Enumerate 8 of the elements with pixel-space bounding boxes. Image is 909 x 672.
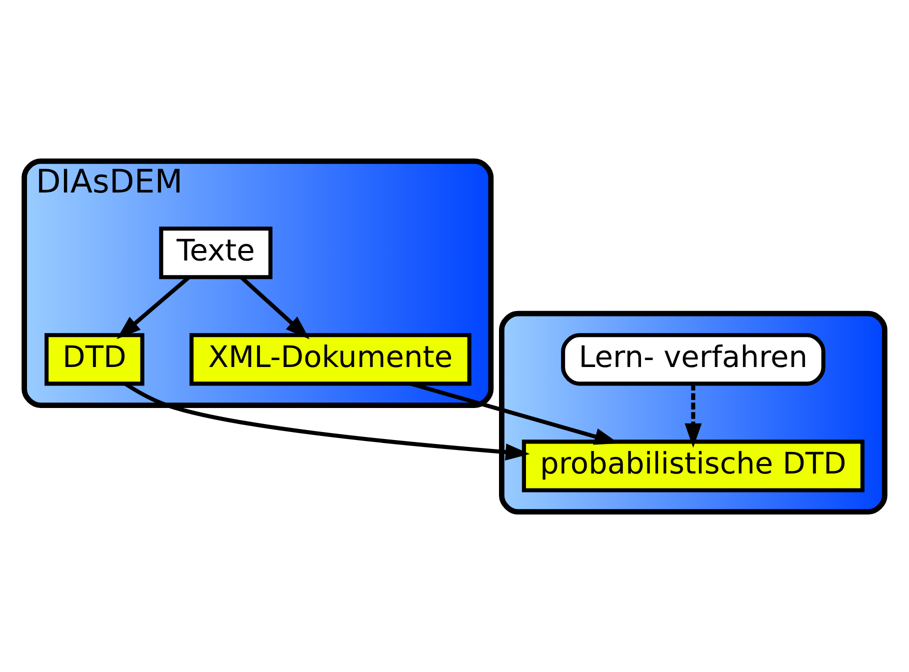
node-box: Lern- verfahren — [561, 332, 826, 386]
arrow — [410, 381, 619, 444]
node-box: XML-Dokumente — [190, 332, 472, 386]
node-box: probabilistische DTD — [522, 439, 864, 492]
node-box: DTD — [44, 332, 144, 386]
cluster — [499, 310, 888, 514]
arrow — [684, 383, 702, 448]
node-box: Texte — [159, 226, 272, 279]
